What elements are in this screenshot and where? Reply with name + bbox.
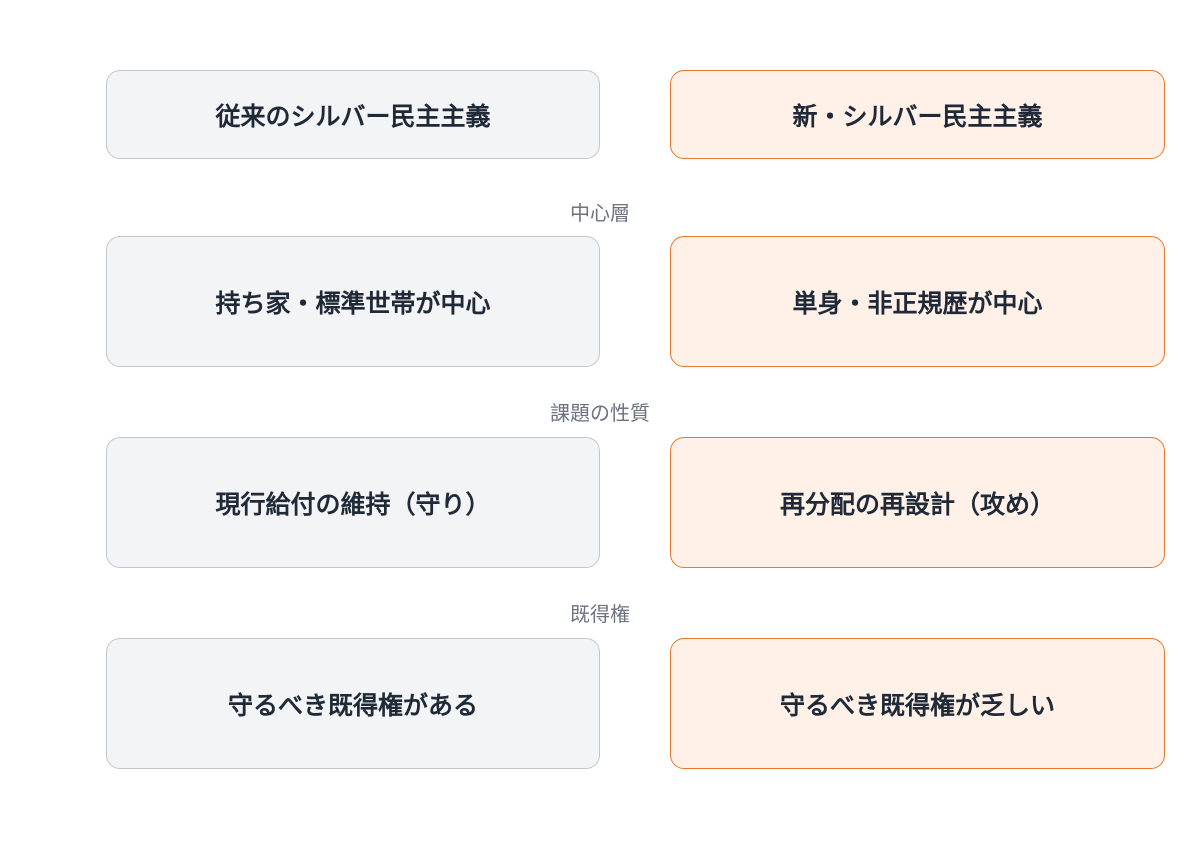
new-core-group-box: 単身・非正規歴が中心 [670,236,1165,367]
traditional-vested-interests-box: 守るべき既得権がある [106,638,600,769]
header-traditional-label: 従来のシルバー民主主義 [215,101,491,131]
header-new-label: 新・シルバー民主主義 [792,101,1043,131]
category-label-issue-nature: 課題の性質 [550,401,650,425]
category-label-vested-interests: 既得権 [570,602,630,626]
traditional-core-group-box: 持ち家・標準世帯が中心 [106,236,600,367]
new-issue-nature-text: 再分配の再設計（攻め） [779,489,1055,519]
new-issue-nature-box: 再分配の再設計（攻め） [670,437,1165,568]
new-core-group-text: 単身・非正規歴が中心 [792,288,1043,318]
new-vested-interests-text: 守るべき既得権が乏しい [779,690,1055,720]
traditional-vested-interests-text: 守るべき既得権がある [227,690,478,720]
traditional-issue-nature-text: 現行給付の維持（守り） [215,489,491,519]
header-traditional-silver-democracy: 従来のシルバー民主主義 [106,70,600,159]
traditional-issue-nature-box: 現行給付の維持（守り） [106,437,600,568]
category-label-core-group: 中心層 [570,201,630,225]
header-new-silver-democracy: 新・シルバー民主主義 [670,70,1165,159]
new-vested-interests-box: 守るべき既得権が乏しい [670,638,1165,769]
traditional-core-group-text: 持ち家・標準世帯が中心 [215,288,491,318]
